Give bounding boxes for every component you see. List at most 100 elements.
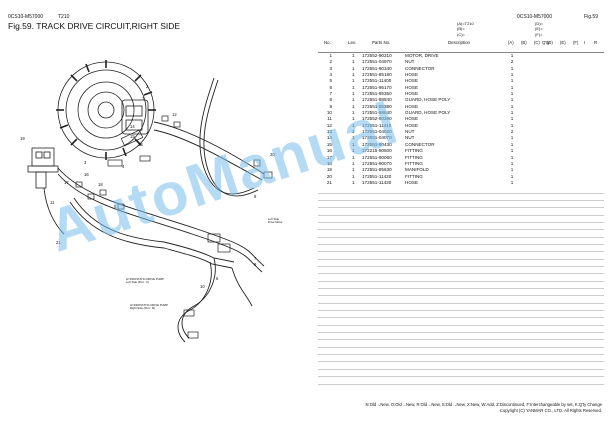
callout-4: 4 xyxy=(122,164,125,169)
cell-parts-no: 172551-04020 xyxy=(362,129,392,135)
cell-description: HOSE xyxy=(405,84,419,90)
cell-lev: 1 xyxy=(352,97,355,103)
cell-description: MOTOR, DRIVE xyxy=(405,53,439,58)
qty-col-b: (B) xyxy=(521,40,527,45)
cell-description: HOSE xyxy=(405,91,419,97)
cell-parts-no: 172551-11420 xyxy=(362,173,392,179)
mode-d: (D)= xyxy=(535,21,543,26)
empty-row xyxy=(318,296,604,304)
header-no: No. xyxy=(324,40,331,45)
callout-17: 17 xyxy=(64,180,69,185)
page-title: Fig.59. TRACK DRIVE CIRCUIT,RIGHT SIDE xyxy=(8,21,181,31)
empty-row xyxy=(318,260,604,267)
qty-col-a: (A) xyxy=(508,40,514,45)
cell-lev: 1 xyxy=(352,65,355,71)
empty-row xyxy=(318,223,604,231)
cell-description: NUT xyxy=(405,59,415,65)
callout-14: 14 xyxy=(130,124,135,129)
empty-row xyxy=(318,252,604,260)
cell-qty-a: 1 xyxy=(510,110,514,116)
cell-no: 20 xyxy=(326,173,332,179)
cell-lev: 1 xyxy=(352,179,355,185)
cell-description: NUT xyxy=(405,135,415,141)
cell-parts-no: 172551-11410 xyxy=(362,122,392,128)
cell-qty-a: 1 xyxy=(510,53,514,58)
callout-5: 5 xyxy=(114,204,117,209)
cell-description: HOSE xyxy=(405,179,419,185)
cell-no: 10 xyxy=(326,110,332,116)
cell-description: MANIFOLD xyxy=(405,167,429,173)
cell-no: 21 xyxy=(326,179,332,185)
cell-lev: 1 xyxy=(352,122,355,128)
cell-description: FITTING xyxy=(405,154,423,160)
callout-13: 13 xyxy=(138,142,143,147)
cell-lev: 1 xyxy=(352,72,355,78)
cell-qty-a: 1 xyxy=(510,154,514,160)
cell-qty-a: 1 xyxy=(510,91,514,97)
cell-qty-a: 1 xyxy=(510,135,514,141)
cell-no: 17 xyxy=(326,154,332,160)
cell-no: 15 xyxy=(326,141,332,147)
change-legend: N:Old→New, O:Old→New, R:Old→New, S:Old→N… xyxy=(365,402,602,407)
empty-row xyxy=(318,304,604,312)
empty-row xyxy=(318,362,604,370)
header-r: R xyxy=(594,40,598,45)
cell-qty-a: 1 xyxy=(510,167,514,173)
cell-parts-no: 172551-95170 xyxy=(362,84,392,90)
cell-description: HOSE xyxy=(405,72,419,78)
cell-no: 7 xyxy=(329,91,332,97)
label-line: Left Side (Port : A) xyxy=(126,280,149,285)
cell-description: FITTING xyxy=(405,148,423,154)
header-lev: Lev. xyxy=(348,40,356,45)
cell-lev: 1 xyxy=(352,129,355,135)
empty-row xyxy=(318,208,604,216)
mode-b: (B)= xyxy=(457,26,465,32)
callout-16: 16 xyxy=(84,172,89,177)
cell-parts-no: 172551-88840 xyxy=(362,97,392,103)
cell-lev: 1 xyxy=(352,78,355,84)
callout-15: 15 xyxy=(130,134,135,139)
cell-lev: 1 xyxy=(352,160,355,166)
callout-9: 9 xyxy=(254,194,257,199)
cell-no: 11 xyxy=(327,116,332,122)
qty-col-c: (C) xyxy=(534,40,540,45)
cell-description: NUT xyxy=(405,129,415,135)
cell-lev: 1 xyxy=(352,141,355,147)
cell-lev: 1 xyxy=(352,53,355,58)
cell-lev: 1 xyxy=(352,116,355,122)
cell-no: 6 xyxy=(329,84,332,90)
cell-parts-no: 172551-90430 xyxy=(362,141,392,147)
cell-lev: 1 xyxy=(352,110,355,116)
empty-row xyxy=(318,333,604,341)
callout-7: 7 xyxy=(254,256,257,261)
callout-10: 10 xyxy=(200,284,205,289)
callout-8: 8 xyxy=(254,262,257,267)
header-parts-no: Parts No. xyxy=(372,40,391,45)
cell-lev: 1 xyxy=(352,173,355,179)
cell-no: 13 xyxy=(326,129,332,135)
empty-row xyxy=(318,318,604,326)
cell-lev: 1 xyxy=(352,154,355,160)
mode-c: (C)= xyxy=(457,31,465,37)
cell-no: 19 xyxy=(326,167,332,173)
mode-e: (E)= xyxy=(535,26,543,32)
cell-parts-no: 172551-90340 xyxy=(362,65,392,71)
cell-parts-no: 172551-85180 xyxy=(362,72,392,78)
empty-row xyxy=(318,274,604,282)
cell-no: 18 xyxy=(326,160,332,166)
